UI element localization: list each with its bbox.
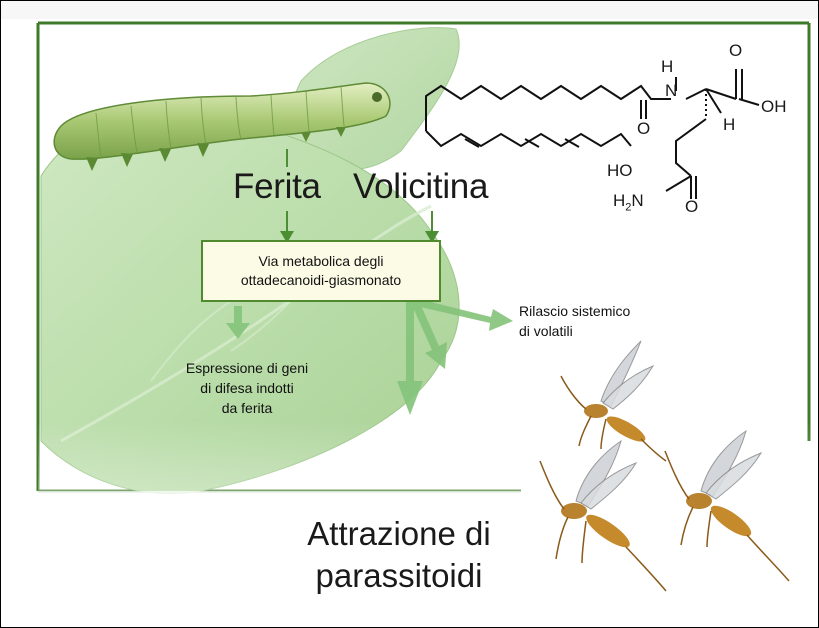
wasp-icon	[665, 431, 789, 581]
wasp-icon	[561, 341, 666, 461]
wasp-icon	[540, 441, 666, 591]
